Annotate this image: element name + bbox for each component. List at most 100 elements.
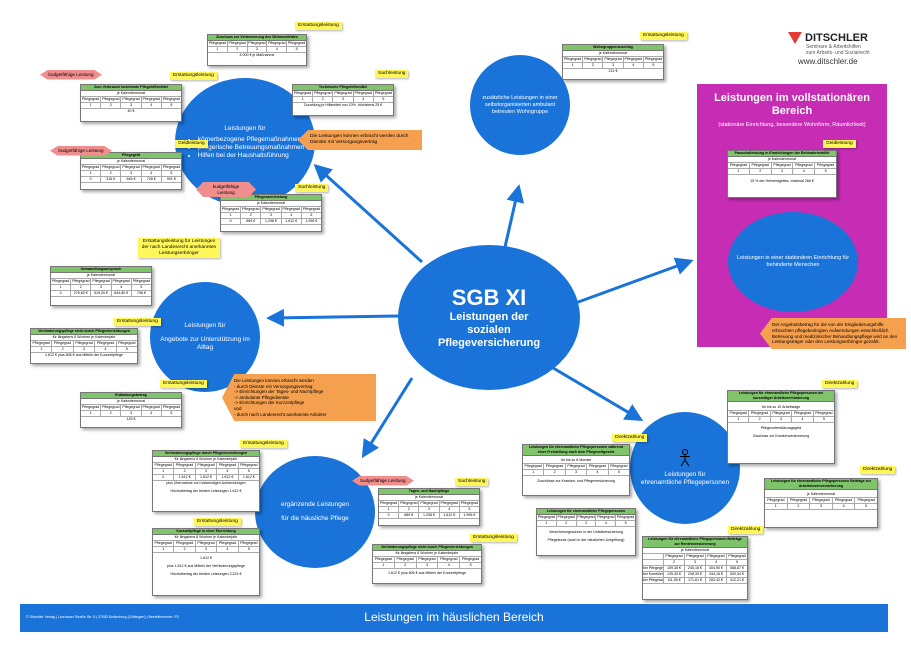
alltag-line2: Angebote zur Unterstützung im Alltag	[160, 336, 250, 351]
table-foot: 214 €	[608, 69, 618, 73]
tag-direkt: Direktzahlung	[860, 466, 896, 474]
table-ehrenamt-rente: Leistungen für ehrenamtliche Pflegeperso…	[642, 536, 748, 600]
ergaenzend-line1: ergänzende Leistungen	[281, 501, 349, 508]
table-sub: je Kalendermonat	[765, 492, 877, 498]
table-wohngruppe: Wohngruppenzuschlag je Kalendermonat Pfl…	[562, 44, 664, 80]
ehrenamt-bubble: Leistungen für ehrenamtliche Pflegeperso…	[630, 412, 740, 524]
arrow-to-vollstationaer	[569, 257, 694, 307]
person-icon	[680, 449, 690, 467]
tag-direkt: Direktzahlung	[728, 526, 764, 534]
wohngruppe-bubble: zusätzliche Leistungen in einer selbstor…	[470, 55, 570, 155]
table-foot: Versicherungsschutz in der Unfallversich…	[549, 530, 623, 534]
footer-small: © Ditschler Verlag | Lorchauer Straße St…	[26, 615, 179, 619]
table-sub: für längstens 8 Wochen je Kalenderjahr	[153, 535, 259, 541]
table-sub: je Kalendermonat	[51, 273, 151, 279]
table-foot: Pflegekurse (auch in der häuslichen Umge…	[547, 538, 625, 542]
pflege-item: Hilfen bei der Haushaltsführung	[198, 152, 305, 160]
tag-budget: budgetfähige Leistung	[40, 70, 102, 80]
table-sub: je Kalendermonat	[81, 91, 181, 97]
table-entlastungsbetrag: Entlastungsbetrag je Kalendermonat Pfleg…	[80, 392, 182, 428]
table-title: Tages- und Nachtpflege	[379, 489, 479, 495]
logo-name: DITSCHLER	[805, 32, 868, 44]
wohngruppe-text: zusätzliche Leistungen in einer selbstor…	[482, 94, 558, 115]
table-verhinderung-ergaenzend: Verhinderungspflege nicht durch Pflegeei…	[372, 544, 482, 584]
center-title: SGB XI	[451, 285, 527, 310]
table-title: Umwandlungsanspruch	[51, 267, 151, 273]
tag-erstattung: Erstattungsleistung	[170, 72, 217, 80]
ehrenamt-line1: Leistungen für	[664, 471, 706, 478]
table-foot: 1.612 € plus 806 € aus Mitteln der Kurzz…	[388, 571, 466, 575]
table-sub: für bis zu 6 Monate	[523, 458, 629, 464]
table-tagespflege: Tages- und Nachtpflege je Kalendermonat …	[378, 488, 480, 526]
table-ehrenamt-unfall: Leistungen für ehrenamtliche Pflegeperso…	[536, 508, 636, 556]
table-sub: für bis zu 10 Arbeitstage	[728, 405, 834, 411]
tag-erstattung: Erstattungsleistung	[640, 32, 687, 40]
table-foot: Pflegeunterstützungsgeld	[760, 426, 802, 430]
tag-direkt: Direktzahlung	[612, 434, 648, 442]
table-foot: Zuzahlung je Hilfsmittel von 10%, höchst…	[303, 103, 383, 107]
ergaenzend-line2: für die häusliche Pflege	[281, 515, 349, 522]
center-bubble: SGB XI Leistungen der sozialen Pflegever…	[398, 245, 580, 390]
table-row: bei Pflegesachleistung111,55 €171,61 €28…	[643, 578, 747, 584]
footer-title: Leistungen im häuslichen Bereich	[364, 610, 544, 624]
logo-line1: Seminare & Arbeitshilfen	[806, 44, 861, 50]
table-title: Leistungen für ehrenamtliche Pflegeperso…	[537, 509, 635, 515]
table-behindertenhilfe: Pauschalleistung in Einrichtungen der Be…	[727, 150, 837, 198]
arrow-to-pflege	[313, 163, 424, 264]
tag-budget: budgetfähige Leistung	[196, 182, 256, 197]
table-sub: je Kalendermonat	[81, 159, 181, 165]
table-title: Kurzzeitpflege in einer Einrichtung	[153, 529, 259, 535]
table-pflegesach: Pflegesachleistung je Kalendermonat Pfle…	[220, 194, 322, 232]
table-foot: plus 1.612 € aus Mitteln der Verhinderun…	[166, 564, 246, 568]
table-row: bei Kombileistung135,45 €208,39 €344,16 …	[643, 572, 747, 578]
table-title: Leistungen für ehrenamtliche Pflegeperso…	[523, 445, 629, 456]
pflege-bubble-list: körperbezogene Pflegemaßnahmen pflegeris…	[186, 136, 305, 160]
tag-sach: Sachleistung	[295, 184, 329, 192]
tag-sach: Sachleistung	[375, 70, 409, 78]
table-foot: 1.612 €	[200, 556, 212, 560]
pflege-bubble-title: Leistungen für	[224, 124, 266, 132]
table-umwandlung: Umwandlungsanspruch je Kalendermonat Pfl…	[50, 266, 152, 306]
ergaenzend-bubble: ergänzende Leistungen für die häusliche …	[255, 456, 375, 568]
center-subtitle: Leistungen der sozialen Pflegeversicheru…	[437, 311, 541, 349]
table-title: Zum Verbrauch bestimmte Pflegehilfsmitte…	[81, 85, 181, 91]
vollstationaer-sub: (stationäre Einrichtung, besondere Wohnf…	[718, 122, 866, 128]
table-sub: je Kalendermonat	[728, 157, 836, 163]
table-foot: Zuschüsse zur Kranken- und Pflegeversich…	[537, 479, 615, 483]
logo-url[interactable]: www.ditschler.de	[798, 57, 858, 66]
table-kurzzeitpflege: Kurzzeitpflege in einer Einrichtung für …	[152, 528, 260, 596]
alltag-bubble: Leistungen für Angebote zur Unterstützun…	[150, 282, 260, 392]
table-title: Pflegesachleistung	[221, 195, 321, 201]
vollstationaer-title: Leistungen im vollstationären Bereich	[714, 92, 870, 117]
table-title: Technische Pflegehilfsmittel	[293, 85, 393, 91]
tag-direkt: Direktzahlung	[822, 380, 858, 388]
logo-line2: zum Arbeits- und Sozialrecht	[806, 50, 870, 56]
table-ehrenamt-arbeitslosenversicherung: Leistungen für ehrenamtliche Pflegeperso…	[764, 478, 878, 528]
table-foot: 4.000 € je Maßnahme	[239, 53, 275, 57]
table-foot: plus Übernahme von notwendigen Aufwendun…	[166, 481, 246, 485]
